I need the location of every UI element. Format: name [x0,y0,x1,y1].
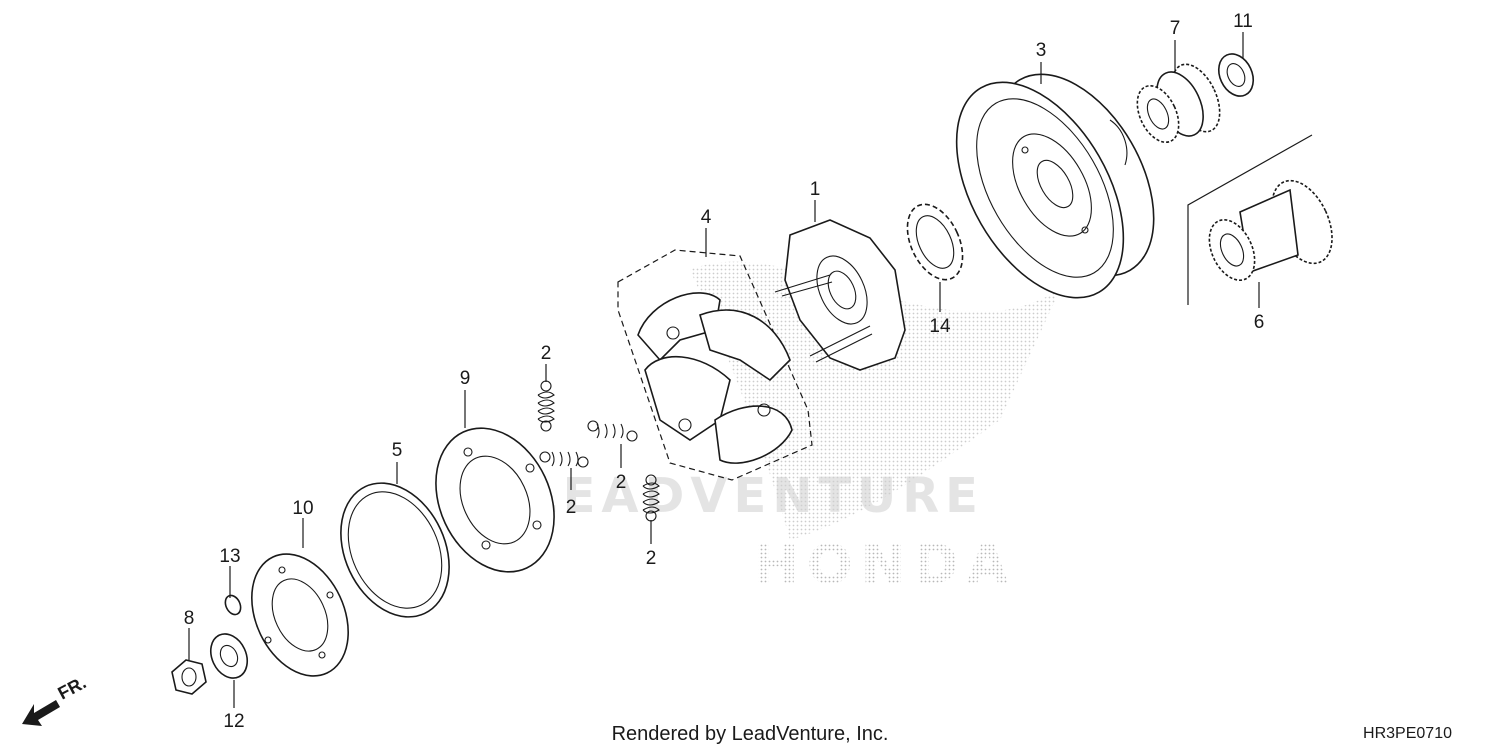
callout-7[interactable]: 7 [1170,18,1181,39]
front-direction-indicator: FR. [22,672,89,726]
callout-2-lower[interactable]: 2 [646,548,657,569]
part-14-one-way-clutch[interactable] [896,196,973,289]
honda-wing-watermark [690,261,1060,540]
callout-11[interactable]: 11 [1233,11,1253,32]
part-6-gear-shaft[interactable] [1187,134,1344,305]
part-13-lock-washer[interactable] [222,593,243,617]
callout-12[interactable]: 12 [223,711,244,732]
part-10-disc[interactable] [233,538,367,691]
front-direction-label: FR. [54,672,89,703]
callout-9[interactable]: 9 [460,368,471,389]
watermark: LEADVENTURE HONDA [526,261,1060,596]
callouts: 1 2 2 2 2 3 4 5 6 7 8 9 10 11 12 13 14 [184,11,1265,732]
part-3-clutch-outer[interactable] [922,47,1186,326]
part-1-drive-plate[interactable] [774,219,906,371]
callout-8[interactable]: 8 [184,608,195,629]
callout-1[interactable]: 1 [810,179,821,200]
watermark-company: LEADVENTURE [526,468,984,524]
part-5-ring[interactable] [320,465,470,634]
callout-4[interactable]: 4 [701,207,712,228]
part-2-spring-lower[interactable] [642,474,660,522]
part-2-spring-middle-right[interactable] [587,420,638,442]
part-2-spring-middle-left[interactable] [539,451,589,468]
rendered-by-credit: Rendered by LeadVenture, Inc. [612,723,889,745]
part-8-nut[interactable] [171,659,207,695]
part-9-plate[interactable] [413,409,576,591]
watermark-brand: HONDA [754,533,1017,596]
callout-13[interactable]: 13 [219,546,240,567]
callout-3[interactable]: 3 [1036,40,1047,61]
front-arrow-icon [22,700,60,726]
part-4-clutch-weight-assy[interactable] [617,249,813,481]
callout-2-upper[interactable]: 2 [541,343,552,364]
callout-2-middle-right[interactable]: 2 [616,472,627,493]
callout-10[interactable]: 10 [292,498,313,519]
callout-14[interactable]: 14 [929,316,951,337]
callout-2-middle-left[interactable]: 2 [566,497,577,518]
part-7-gear[interactable] [1129,57,1229,149]
callout-leaders [188,32,1260,708]
diagram-code: HR3PE0710 [1363,725,1452,742]
callout-6[interactable]: 6 [1254,312,1265,333]
callout-5[interactable]: 5 [392,440,403,461]
part-2-spring-upper[interactable] [537,380,555,432]
part-12-washer[interactable] [204,628,254,684]
part-11-washer[interactable] [1212,48,1260,101]
